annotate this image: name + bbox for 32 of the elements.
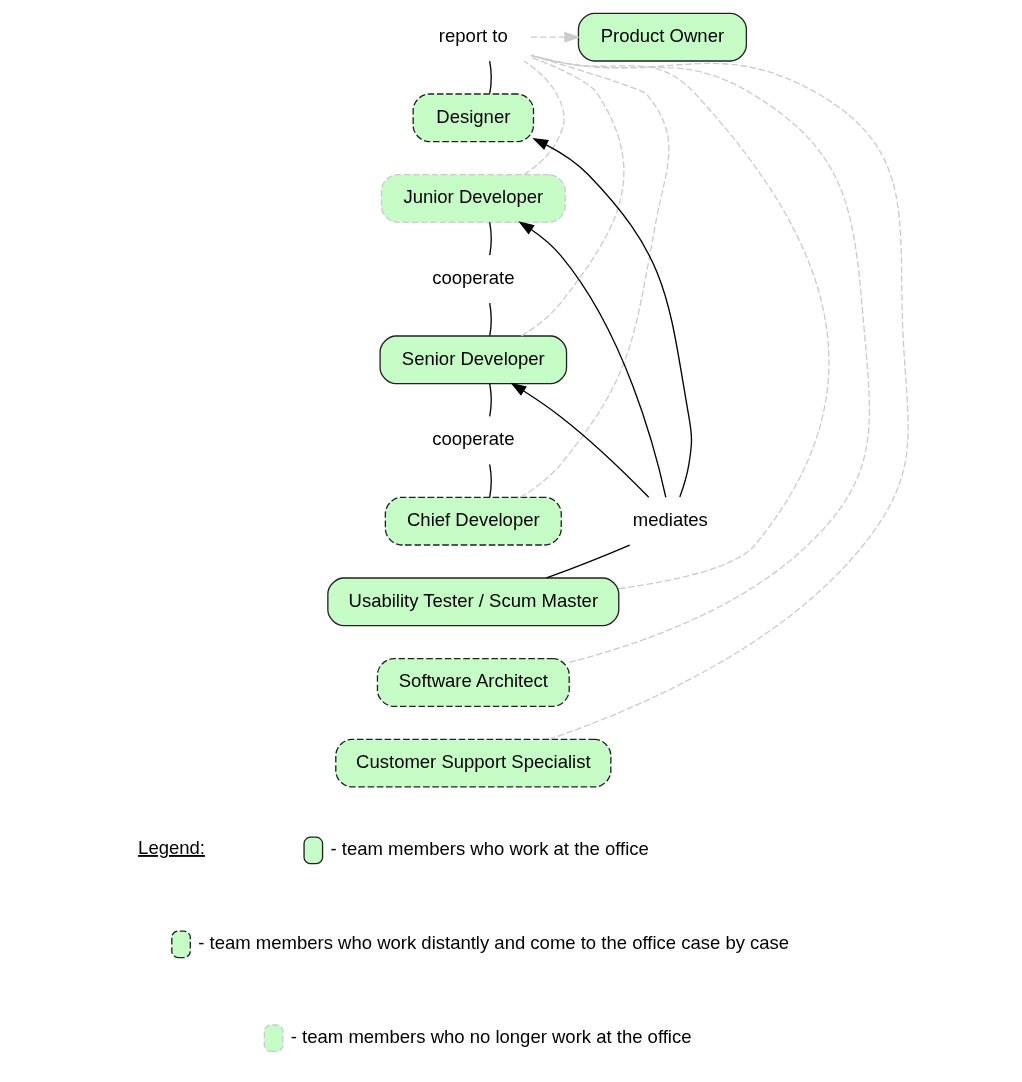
node-text: cooperate bbox=[431, 428, 514, 450]
connector bbox=[488, 221, 492, 256]
node-box: Junior Developer bbox=[380, 174, 566, 223]
connector bbox=[545, 544, 630, 579]
connector bbox=[522, 60, 565, 176]
node-box: Senior Developer bbox=[378, 335, 567, 385]
connector bbox=[530, 55, 909, 740]
node-box: Chief Developer bbox=[384, 496, 562, 546]
legend-label: - team members who no longer work at the office bbox=[290, 1026, 692, 1048]
node-box: Customer Support Specialist bbox=[334, 738, 611, 788]
arrow bbox=[529, 31, 580, 43]
arrow bbox=[517, 221, 666, 498]
connector bbox=[520, 56, 624, 337]
connector bbox=[488, 383, 492, 418]
legend-label: - team members who work at the office bbox=[330, 838, 649, 860]
connector bbox=[488, 302, 492, 337]
node-text: cooperate bbox=[431, 267, 514, 289]
node-box: Usability Tester / Scum Master bbox=[326, 577, 619, 627]
node-box: Designer bbox=[412, 93, 534, 143]
legend-label: - team members who work distantly and come to the office case by case bbox=[197, 932, 789, 954]
connector bbox=[488, 463, 492, 498]
node-box: Product Owner bbox=[577, 12, 747, 62]
connector bbox=[519, 54, 669, 498]
node-text: mediates bbox=[632, 509, 708, 531]
connector bbox=[488, 60, 492, 95]
label: Legend: bbox=[137, 837, 205, 859]
node-box: Software Architect bbox=[376, 658, 570, 707]
connector bbox=[529, 54, 829, 590]
arrow bbox=[510, 382, 649, 498]
connector bbox=[529, 54, 870, 663]
arrow bbox=[531, 138, 692, 498]
node-text: report to bbox=[438, 25, 508, 47]
